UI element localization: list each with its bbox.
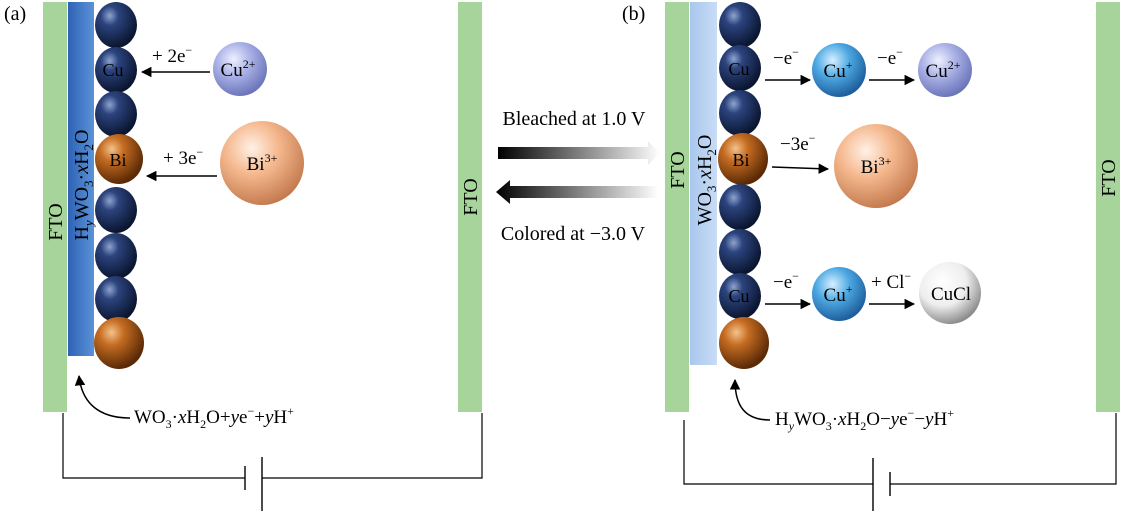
bi-sphere-b [718, 133, 768, 185]
cu-sphere-b1 [719, 45, 761, 91]
cucl-label: CuCl [931, 284, 971, 305]
cu-label-b1: Cu [728, 59, 749, 79]
film-reaction-b: HyWO3·xH2O−ye−−yH+ [775, 406, 954, 433]
colored-label: Colored at −3.0 V [501, 223, 646, 245]
cu2-ion-label-a: Cu2+ [221, 57, 256, 81]
left-fto-electrode-a [43, 2, 67, 412]
color-arrow [496, 180, 658, 204]
cu2-ion-b [918, 43, 972, 97]
bi3-ion-label-a: Bi3+ [247, 151, 278, 175]
navy-sphere [719, 2, 761, 48]
circuit-wire-b-right [890, 413, 1117, 485]
copper-sphere [94, 317, 144, 369]
electron-step-b1: −e− [773, 45, 799, 69]
oxidation-arrow-bi-b [771, 163, 830, 174]
bi-sphere-a [95, 134, 143, 184]
film-reaction-a: WO3·xH2O+ye−+yH+ [134, 404, 294, 431]
bleached-label: Bleached at 1.0 V [503, 108, 646, 130]
chloride-step-b: + Cl− [871, 269, 911, 293]
bi-label-b: Bi [732, 150, 749, 170]
cu-plus-ion-label-b1: Cu+ [824, 58, 853, 82]
navy-sphere [95, 233, 137, 279]
navy-sphere [95, 91, 137, 137]
navy-sphere [719, 229, 761, 275]
bleach-arrow [498, 141, 660, 165]
bi-electron-step-b: −3e− [780, 131, 816, 155]
cu2-ion-a [213, 42, 267, 96]
copper-sphere [719, 317, 769, 369]
curved-arrow-a [74, 374, 131, 419]
navy-sphere [719, 90, 761, 136]
right-fto-electrode-b [1096, 2, 1120, 412]
panel-a-label: (a) [4, 3, 26, 25]
right-fto-electrode-a [458, 2, 482, 412]
bi3-ion-b [834, 124, 918, 208]
bi-electron-step-a: + 3e− [163, 145, 203, 169]
navy-sphere [719, 184, 761, 230]
left-fto-label-a: FTO [45, 203, 67, 240]
wo3-film-b [690, 2, 717, 365]
cu-sphere-b2 [719, 273, 761, 319]
bi3-ion-a [220, 121, 304, 205]
right-fto-label-a: FTO [460, 178, 482, 215]
cu-sphere-a [95, 47, 137, 93]
right-fto-label-b: FTO [1098, 159, 1120, 196]
cu-plus-ion-b2 [812, 267, 866, 321]
cu-label-a: Cu [102, 60, 123, 80]
cu-plus-ion-b1 [812, 43, 866, 97]
navy-sphere [95, 187, 137, 233]
circuit-wire-b-left [683, 420, 873, 485]
wo3-film-label-b: WO3·xH2O [694, 135, 719, 226]
hywo3-film-a [68, 2, 94, 356]
cucl-sphere [919, 262, 981, 324]
circuit-wire-a-left [62, 413, 245, 479]
hywo3-film-label: HyWO3·xH2O [71, 129, 96, 240]
left-fto-label-b: FTO [667, 151, 689, 188]
navy-sphere [95, 2, 137, 48]
cu2-ion-label-b: Cu2+ [926, 58, 961, 82]
circuit-wire-a-right [262, 413, 483, 479]
electron-step-b3: −e− [773, 269, 799, 293]
electron-step-b2: −e− [877, 45, 903, 69]
bi3-ion-label-b: Bi3+ [861, 154, 892, 178]
cu-electron-step-a: + 2e− [152, 43, 192, 67]
cu-label-b2: Cu [728, 286, 749, 306]
curved-arrow-b [729, 378, 771, 421]
navy-sphere [95, 276, 137, 322]
panel-b-label: (b) [622, 3, 645, 25]
cu-plus-ion-label-b2: Cu+ [824, 282, 853, 306]
left-fto-electrode-b [665, 2, 689, 412]
bi-label-a: Bi [109, 150, 126, 170]
